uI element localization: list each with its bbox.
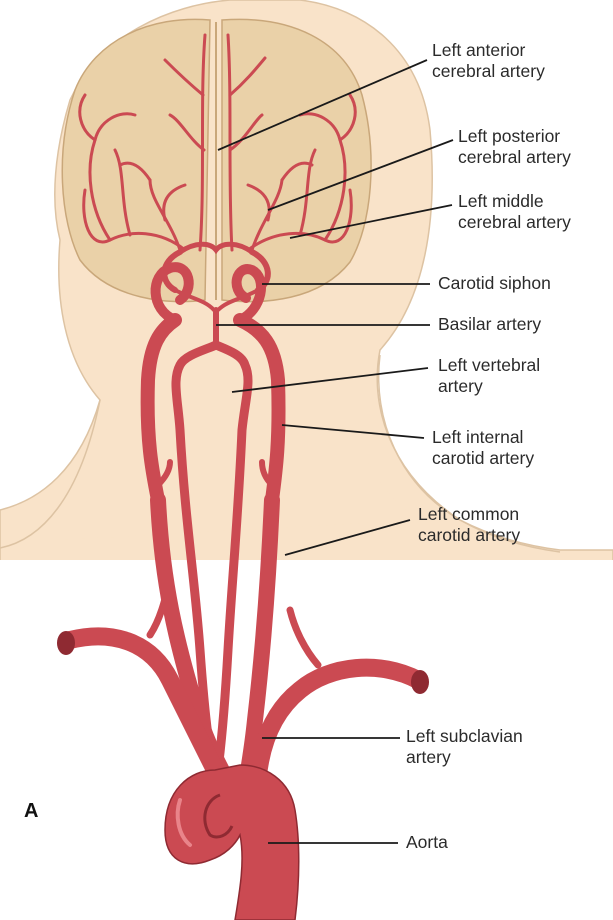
label-left-middle-cerebral-artery: Left middle cerebral artery [458, 191, 571, 233]
label-left-anterior-cerebral-artery: Left anterior cerebral artery [432, 40, 545, 82]
right-subclavian-opening [57, 631, 75, 655]
left-subclavian-opening [411, 670, 429, 694]
label-left-posterior-cerebral-artery: Left posterior cerebral artery [458, 126, 571, 168]
vertebral-origin-left [290, 610, 318, 665]
label-left-vertebral-artery: Left vertebral artery [438, 355, 540, 397]
label-left-internal-carotid-artery: Left internal carotid artery [432, 427, 534, 469]
crop-mask [0, 560, 613, 610]
panel-letter: A [24, 800, 38, 823]
label-carotid-siphon: Carotid siphon [438, 273, 551, 294]
brain-left-hemisphere [62, 19, 210, 301]
label-basilar-artery: Basilar artery [438, 314, 541, 335]
label-aorta: Aorta [406, 832, 448, 853]
label-left-subclavian-artery: Left subclavian artery [406, 726, 523, 768]
left-subclavian-artery [258, 668, 418, 775]
label-left-common-carotid-artery: Left common carotid artery [418, 504, 520, 546]
